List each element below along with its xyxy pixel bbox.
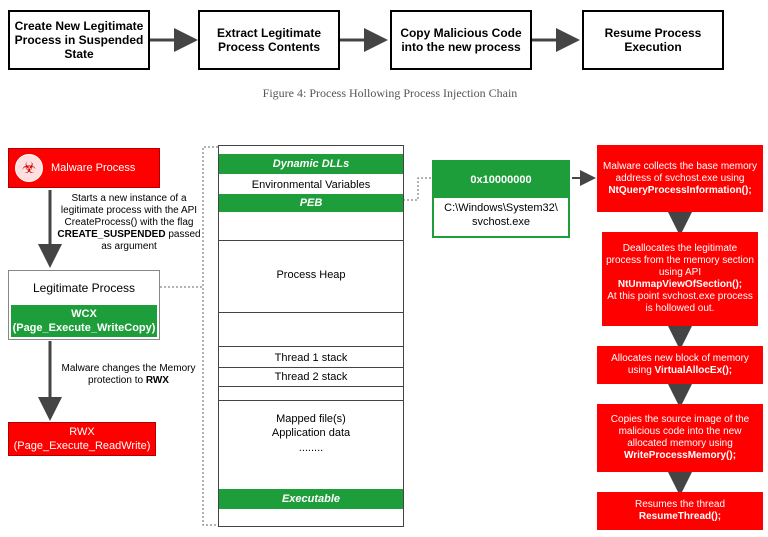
step-resume-thread-text: Resumes the thread	[634, 499, 726, 510]
memory-peb: PEB	[219, 194, 403, 212]
memory-thread1: Thread 1 stack	[274, 352, 348, 364]
flow-step-copy-label: Copy Malicious Code into the new process	[400, 26, 522, 54]
step-virtual-alloc: Allocates new block of memory using Virt…	[597, 346, 763, 384]
malware-process-label: Malware Process	[51, 162, 136, 174]
memory-divider	[219, 400, 403, 401]
step-query-process: Malware collects the base memory address…	[597, 145, 763, 212]
step-write-memory-text: Copies the source image of the malicious…	[610, 414, 750, 449]
memory-application-data: Application data	[271, 427, 351, 439]
memory-executable: Executable	[219, 489, 403, 509]
step-unmap-view-note: At this point svchost.exe process is hol…	[607, 291, 753, 314]
rwx-title: RWX	[69, 426, 95, 438]
biohazard-icon: ☣	[15, 154, 43, 182]
peb-address-box: 0x10000000 C:\Windows\System32\ svchost.…	[432, 160, 570, 238]
step-virtual-alloc-text: Allocates new block of memory using	[611, 353, 749, 376]
rwx-protection-badge: RWX (Page_Execute_ReadWrite)	[8, 422, 156, 456]
step-resume-thread: Resumes the thread ResumeThread();	[597, 492, 763, 530]
api-resumethread: ResumeThread();	[638, 511, 722, 522]
api-writeprocessmemory: WriteProcessMemory();	[623, 450, 737, 461]
step-unmap-view-text: Deallocates the legitimate process from …	[606, 243, 754, 278]
step-unmap-view: Deallocates the legitimate process from …	[602, 232, 758, 326]
step-query-process-text: Malware collects the base memory address…	[603, 160, 757, 184]
memory-mapped-files: Mapped file(s)	[276, 413, 346, 425]
memory-protection-note-text: Malware changes the Memory protection to	[61, 363, 196, 386]
wcx-protection-badge: WCX (Page_Execute_WriteCopy)	[11, 305, 157, 337]
memory-env-vars: Environmental Variables	[251, 179, 371, 191]
memory-dynamic-dlls: Dynamic DLLs	[219, 154, 403, 174]
flow-step-create-label: Create New Legitimate Process in Suspend…	[14, 19, 144, 61]
flow-step-resume: Resume Process Execution	[582, 10, 724, 70]
flow-step-resume-label: Resume Process Execution	[604, 26, 702, 54]
api-virtualallocex: VirtualAllocEx();	[654, 365, 733, 376]
flow-step-extract-label: Extract Legitimate Process Contents	[216, 26, 322, 54]
memory-ellipsis: ........	[298, 442, 324, 454]
flow-step-copy: Copy Malicious Code into the new process	[390, 10, 532, 70]
api-ntqueryprocessinformation: NtQueryProcessInformation();	[608, 184, 752, 196]
memory-thread2: Thread 2 stack	[274, 371, 348, 383]
create-process-note: Starts a new instance of a legitimate pr…	[54, 193, 204, 253]
api-ntunmapviewofsection: NtUnmapViewOfSection();	[617, 279, 743, 290]
memory-divider	[219, 346, 403, 347]
create-process-note-text: Starts a new instance of a legitimate pr…	[60, 193, 198, 228]
memory-divider	[219, 367, 403, 368]
step-write-memory: Copies the source image of the malicious…	[597, 404, 763, 472]
memory-layout: Dynamic DLLs Environmental Variables PEB…	[218, 145, 404, 527]
flow-step-create: Create New Legitimate Process in Suspend…	[8, 10, 150, 70]
create-suspended-flag: CREATE_SUSPENDED	[57, 229, 166, 240]
base-address: 0x10000000	[434, 162, 568, 198]
rwx-keyword: RWX	[145, 375, 169, 386]
legitimate-process-label: Legitimate Process	[32, 281, 136, 295]
memory-heap: Process Heap	[276, 269, 346, 281]
memory-protection-note: Malware changes the Memory protection to…	[56, 363, 201, 387]
flow-step-extract: Extract Legitimate Process Contents	[198, 10, 340, 70]
memory-divider	[219, 386, 403, 387]
create-process-note-tail: passed as argument	[101, 229, 201, 252]
figure-caption: Figure 4: Process Hollowing Process Inje…	[262, 86, 518, 100]
rwx-subtitle: (Page_Execute_ReadWrite)	[13, 440, 151, 452]
malware-process-box: ☣ Malware Process	[8, 148, 160, 188]
memory-divider	[219, 312, 403, 313]
memory-divider	[219, 240, 403, 241]
wcx-title: WCX	[71, 308, 97, 320]
svchost-path: C:\Windows\System32\ svchost.exe	[444, 202, 558, 228]
legitimate-process-box: Legitimate Process WCX (Page_Execute_Wri…	[8, 270, 160, 340]
wcx-subtitle: (Page_Execute_WriteCopy)	[12, 322, 156, 334]
